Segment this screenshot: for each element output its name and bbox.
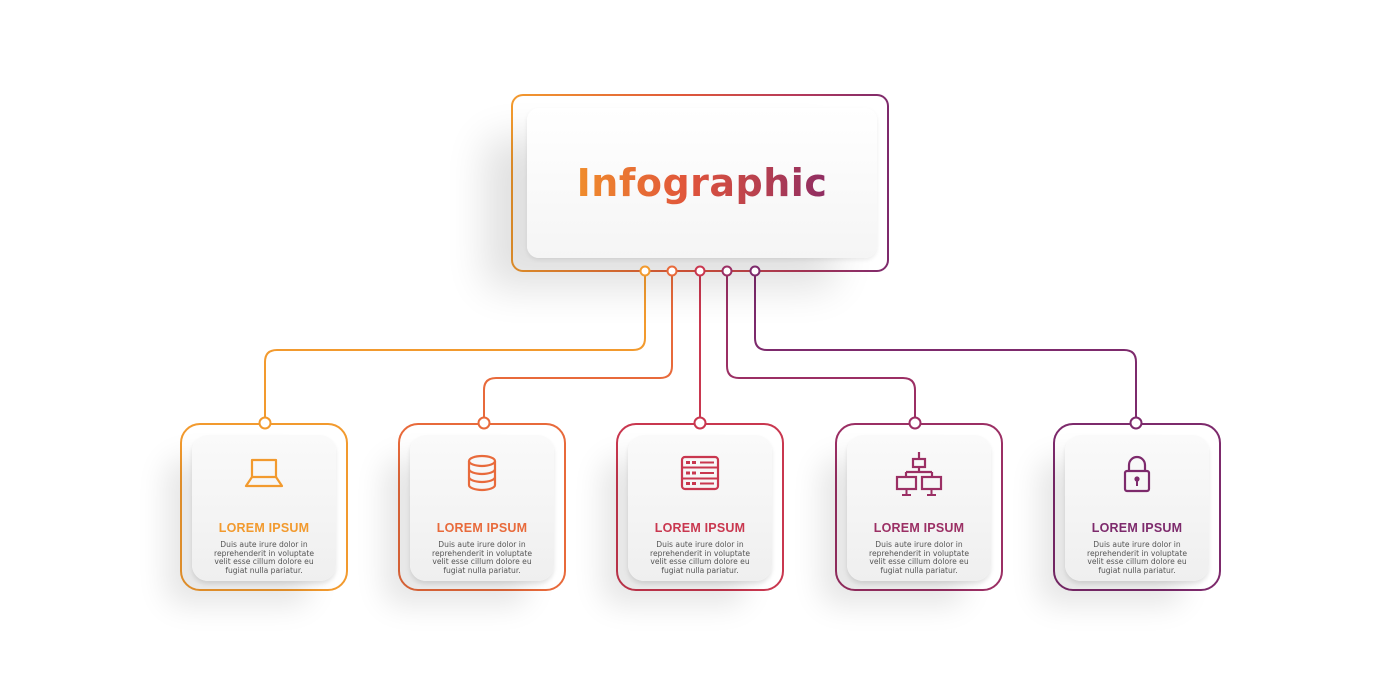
card-3-inner: LOREM IPSUM Duis aute irure dolor in rep… [628,435,772,581]
card-1-text: Duis aute irure dolor in reprehenderit i… [214,540,314,575]
card-5: LOREM IPSUM Duis aute irure dolor in rep… [1053,423,1221,591]
card-5-title: LOREM IPSUM [1091,521,1183,535]
card-2-text: Duis aute irure dolor in reprehenderit i… [432,540,532,575]
card-3-text: Duis aute irure dolor in reprehenderit i… [650,540,750,575]
card-2-inner: LOREM IPSUM Duis aute irure dolor in rep… [410,435,554,581]
server-icon [680,455,720,491]
connector-line-5 [754,271,1137,423]
card-5-inner: LOREM IPSUM Duis aute irure dolor in rep… [1065,435,1209,581]
card-1-inner: LOREM IPSUM Duis aute irure dolor in rep… [192,435,336,581]
card-3-title: LOREM IPSUM [654,521,746,535]
connector-line-4 [726,271,916,423]
main-box: Infographic [527,108,877,258]
card-4-text: Duis aute irure dolor in reprehenderit i… [869,540,969,575]
card-5-text: Duis aute irure dolor in reprehenderit i… [1087,540,1187,575]
card-1-title: LOREM IPSUM [218,521,310,535]
card-2: LOREM IPSUM Duis aute irure dolor in rep… [398,423,566,591]
card-3: LOREM IPSUM Duis aute irure dolor in rep… [616,423,784,591]
connector-line-1 [264,271,646,423]
main-title: Infographic [576,161,828,205]
card-4-inner: LOREM IPSUM Duis aute irure dolor in rep… [847,435,991,581]
lock-icon [1123,455,1151,493]
card-1: LOREM IPSUM Duis aute irure dolor in rep… [180,423,348,591]
connector-line-2 [483,271,673,423]
network-icon [895,452,943,496]
card-2-title: LOREM IPSUM [436,521,528,535]
card-4: LOREM IPSUM Duis aute irure dolor in rep… [835,423,1003,591]
database-icon [467,454,497,492]
laptop-icon [244,458,284,488]
card-4-title: LOREM IPSUM [873,521,965,535]
